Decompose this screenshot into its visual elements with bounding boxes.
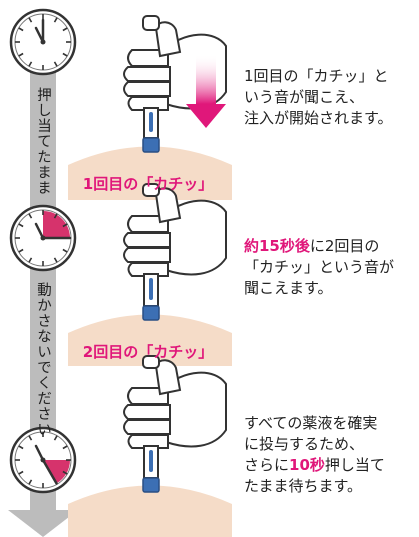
push-arrow-icon (186, 54, 226, 128)
skin-surface (68, 146, 232, 200)
step2-line1-rest: に2回目の (309, 237, 380, 255)
clock-icon (9, 426, 77, 494)
step2-line: 「カチッ」という音が (244, 258, 395, 276)
step2-description: 約15秒後に2回目の 「カチッ」という音が 聞こえます。 (244, 236, 416, 299)
second-click-label: 2回目の「カチッ」 (82, 343, 214, 361)
autoinjector-pen-icon (142, 15, 160, 153)
hand-icon (123, 359, 227, 449)
step3-line: たまま待ちます。 (244, 477, 363, 495)
clock-icon (9, 8, 77, 76)
clock-icon (9, 204, 77, 272)
step2-line: 約15秒後に2回目の (244, 236, 416, 257)
step1-line: 1回目の「カチッ」と (244, 67, 389, 85)
autoinjector-pen-icon (142, 183, 160, 321)
step2-line: 聞こえます。 (244, 279, 333, 297)
step3-line3-post: 押し当て (324, 456, 385, 474)
step1-line: 注入が開始されます。 (244, 109, 393, 127)
step3-line: さらに10秒押し当て (244, 455, 416, 476)
hand-icon (123, 187, 227, 277)
autoinjector-pen-icon (142, 355, 160, 493)
step1-line: いう音が聞こえ、 (244, 88, 365, 106)
first-click-label: 1回目の「カチッ」 (82, 175, 214, 193)
step3-time-highlight: 10秒 (289, 456, 325, 474)
side-text-do-not-move: 動かさないでください (35, 282, 51, 437)
skin-surface (68, 485, 232, 537)
step3-line: すべての薬液を確実 (244, 414, 378, 432)
step3-description: すべての薬液を確実 に投与するため、 さらに10秒押し当て たまま待ちます。 (244, 413, 416, 497)
skin-surface (68, 314, 232, 366)
step3-line: に投与するため、 (244, 435, 365, 453)
side-text-keep-pressing: 押し当てたまま (35, 87, 51, 196)
step3-line3-pre: さらに (244, 456, 290, 474)
step1-description: 1回目の「カチッ」と いう音が聞こえ、 注入が開始されます。 (244, 66, 416, 129)
step2-time-highlight: 約15秒後 (244, 237, 310, 255)
